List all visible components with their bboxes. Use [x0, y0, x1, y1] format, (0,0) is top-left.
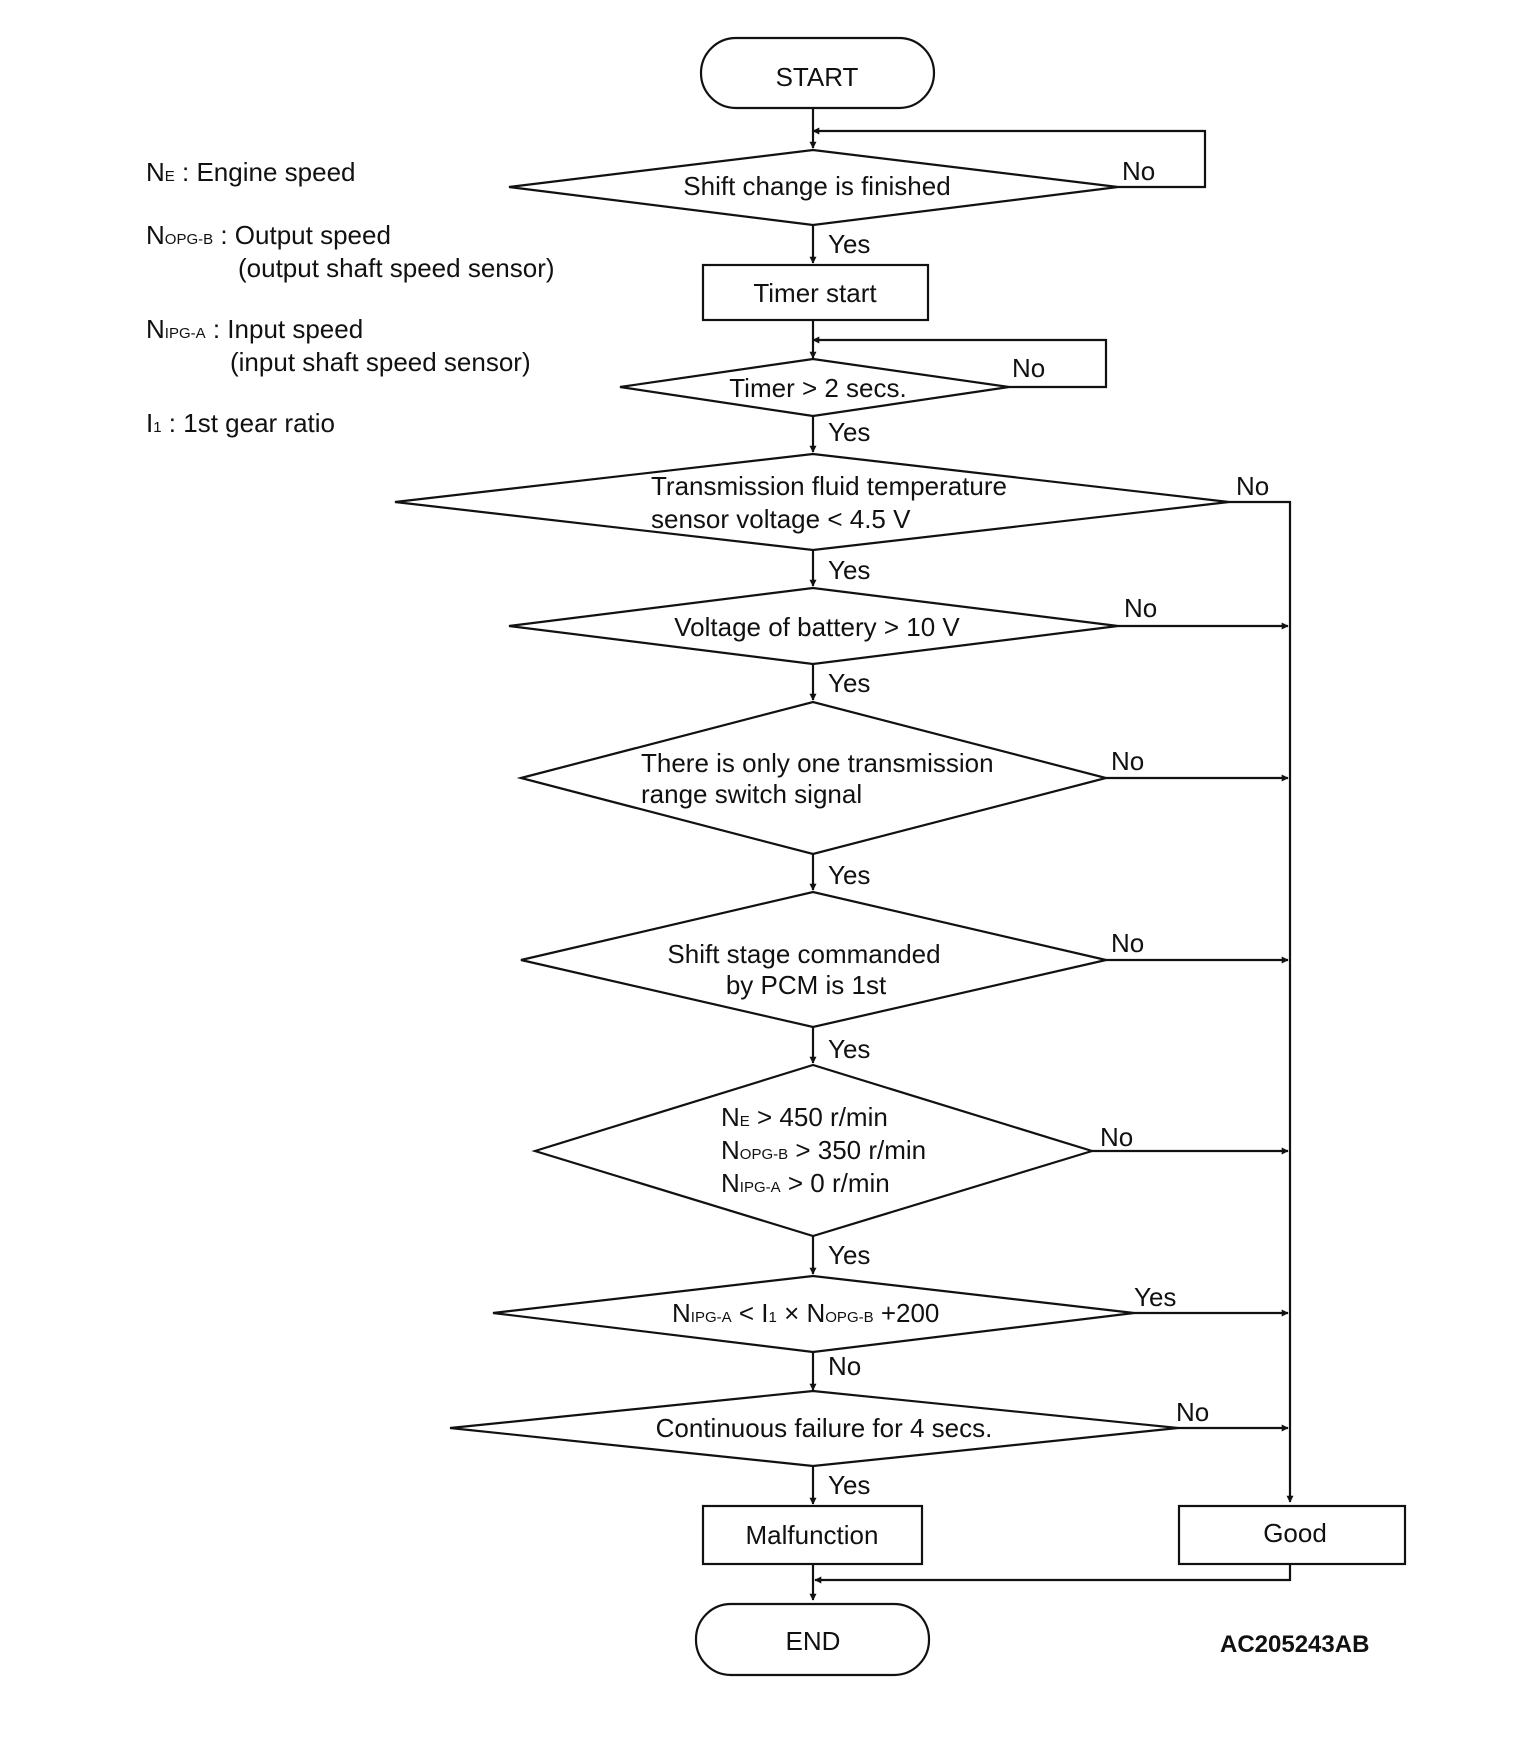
label-speeds-no: No	[1100, 1122, 1133, 1152]
label-shift-no: No	[1122, 156, 1155, 186]
label-continuous-no: No	[1176, 1397, 1209, 1427]
edge-timer2-no-loop	[812, 336, 1108, 389]
label-battery-no: No	[1124, 593, 1157, 623]
legend-ne: NE : Engine speed	[146, 157, 356, 187]
decision-range-switch-line1: There is only one transmission	[641, 748, 994, 778]
decision-shift-finished: Shift change is finished	[508, 148, 1119, 227]
end-terminal: END	[694, 1602, 931, 1677]
process-timer-start-label: Timer start	[753, 278, 877, 308]
decision-ratio-label: NIPG-A < I1 × NOPG-B +200	[672, 1298, 939, 1328]
edge-good-end	[814, 1564, 1292, 1584]
label-ratio-yes: Yes	[1134, 1282, 1176, 1312]
edge-shift-no-loop	[812, 127, 1207, 189]
decision-battery: Voltage of battery > 10 V	[508, 586, 1119, 666]
legend-nopgb-desc: (output shaft speed sensor)	[238, 253, 555, 283]
process-malfunction: Malfunction	[701, 1504, 924, 1566]
legend-nipga-desc: (input shaft speed sensor)	[230, 347, 531, 377]
legend: NE : Engine speed NOPG-B : Output speed …	[146, 157, 555, 438]
legend-nipga: NIPG-A : Input speed	[146, 314, 363, 344]
process-timer-start: Timer start	[701, 263, 930, 322]
figure-code: AC205243AB	[1220, 1631, 1369, 1658]
decision-shift-stage: Shift stage commanded by PCM is 1st	[520, 890, 1107, 1029]
decision-range-switch: There is only one transmission range swi…	[516, 700, 1111, 856]
edge-fluid-no-good	[1229, 500, 1294, 1503]
decision-fluid-temp-line2: sensor voltage < 4.5 V	[651, 504, 911, 534]
label-stage-no: No	[1111, 928, 1144, 958]
decision-shift-stage-line1: Shift stage commanded	[667, 939, 940, 969]
legend-i1: I1 : 1st gear ratio	[146, 408, 335, 438]
label-shift-yes: Yes	[828, 229, 870, 259]
decision-speeds-line3: NIPG-A > 0 r/min	[721, 1168, 890, 1198]
decision-continuous-failure: Continuous failure for 4 secs.	[449, 1389, 1179, 1468]
decision-speeds: NE > 450 r/min NOPG-B > 350 r/min NIPG-A…	[531, 1063, 1096, 1238]
decision-speeds-line2: NOPG-B > 350 r/min	[721, 1135, 926, 1165]
edge-labels: No Yes No Yes No Yes No Yes No Yes No Ye…	[828, 156, 1269, 1500]
label-stage-yes: Yes	[828, 1034, 870, 1064]
legend-nopgb: NOPG-B : Output speed	[146, 220, 391, 250]
decision-continuous-failure-label: Continuous failure for 4 secs.	[656, 1413, 993, 1443]
label-ratio-no: No	[828, 1351, 861, 1381]
process-malfunction-label: Malfunction	[746, 1520, 879, 1550]
label-fluid-no: No	[1236, 471, 1269, 501]
label-range-no: No	[1111, 746, 1144, 776]
decision-timer-2s-label: Timer > 2 secs.	[729, 373, 906, 403]
label-fluid-yes: Yes	[828, 555, 870, 585]
decision-speeds-line1: NE > 450 r/min	[721, 1102, 888, 1132]
label-continuous-yes: Yes	[828, 1470, 870, 1500]
label-battery-yes: Yes	[828, 668, 870, 698]
connectors	[809, 108, 1294, 1601]
decision-range-switch-line2: range switch signal	[641, 779, 862, 809]
decision-shift-finished-label: Shift change is finished	[683, 171, 950, 201]
decision-timer-2s: Timer > 2 secs.	[619, 357, 1010, 418]
label-speeds-yes: Yes	[828, 1240, 870, 1270]
label-timer2-yes: Yes	[828, 417, 870, 447]
process-good-label: Good	[1263, 1518, 1327, 1548]
label-range-yes: Yes	[828, 860, 870, 890]
end-label: END	[786, 1626, 841, 1656]
process-good: Good	[1177, 1504, 1407, 1566]
decision-ratio: NIPG-A < I1 × NOPG-B +200	[492, 1274, 1135, 1354]
start-terminal: START	[699, 36, 936, 110]
label-timer2-no: No	[1012, 353, 1045, 383]
start-label: START	[776, 62, 859, 92]
decision-fluid-temp: Transmission fluid temperature sensor vo…	[394, 452, 1230, 552]
decision-fluid-temp-line1: Transmission fluid temperature	[651, 471, 1007, 501]
decision-shift-stage-line2: by PCM is 1st	[726, 970, 887, 1000]
decision-battery-label: Voltage of battery > 10 V	[674, 612, 960, 642]
